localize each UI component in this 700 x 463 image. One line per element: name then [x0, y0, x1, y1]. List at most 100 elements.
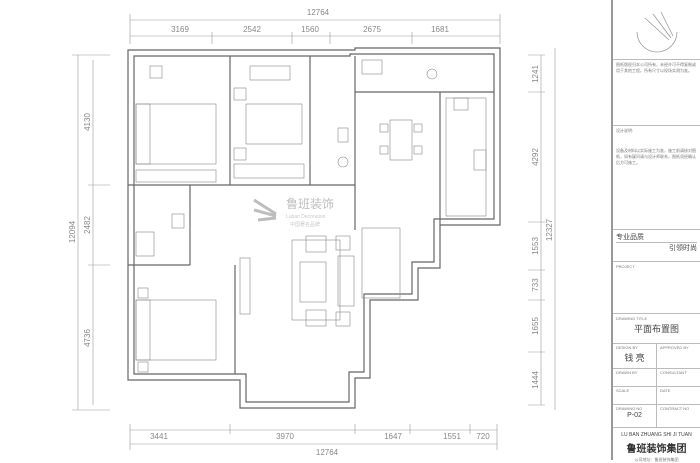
dim-right-5: 1655: [531, 317, 540, 335]
company-logo-icon: [636, 11, 678, 53]
watermark-sub: Luban Decoration: [286, 214, 326, 220]
drawing-title-section: DRAWING TITLE 平面布置图: [613, 314, 700, 344]
dim-right-1: 1241: [531, 65, 540, 83]
nightstand: [137, 361, 149, 373]
basin: [135, 231, 155, 257]
dim-top-4: 2675: [363, 25, 381, 34]
dim-right-2: 4292: [531, 148, 540, 166]
toilet: [171, 213, 185, 229]
chair: [379, 123, 389, 133]
dining-area: [379, 119, 423, 161]
watermark-tag: 中国著名品牌: [290, 221, 320, 228]
walls: [127, 47, 501, 409]
top-dimensions: 12764 3169 2542 1560 2675 1681: [129, 8, 501, 44]
balcony: [361, 227, 401, 299]
utility-room: [361, 59, 438, 80]
approved-by-label: APPROVED BY: [660, 345, 689, 350]
dim-right-total: 12327: [545, 218, 554, 241]
bedroom-bottom-left: [135, 287, 217, 373]
dim-right-4: 733: [531, 278, 540, 292]
kitchen-counter: [445, 97, 487, 217]
nightstand: [233, 87, 247, 101]
bathroom-top: [337, 127, 349, 168]
company-pinyin: LU BAN ZHUANG SHI JI TUAN: [621, 432, 692, 438]
dim-top-5: 1681: [431, 25, 449, 34]
dim-right-6: 1444: [531, 371, 540, 389]
dim-bottom-5: 720: [476, 432, 490, 441]
notes-section: 图纸版权归本公司所有，未经许可不得复制或用于其他工程。所有尺寸以现场实测为准。: [613, 60, 700, 126]
living-room: [239, 227, 401, 327]
desk: [249, 65, 291, 81]
drawn-row: DRAWN BY CONSULTANT: [613, 369, 700, 387]
bathroom-left: [135, 213, 185, 257]
side-table: [335, 235, 351, 251]
kitchen: [445, 97, 487, 217]
watermark: 鲁班装饰 Luban Decoration 中国著名品牌: [253, 197, 334, 228]
armchair: [305, 309, 327, 327]
nightstand: [137, 287, 149, 299]
bed: [135, 299, 217, 361]
wardrobe: [233, 163, 305, 179]
right-dimensions: 12327 1241 4292 1553 733 1655 1444: [528, 48, 556, 410]
bed-headboard: [135, 299, 151, 361]
company-footer: 公司地址：鲁班装饰集团: [634, 457, 679, 462]
contract-no-label: CONTRACT NO: [656, 405, 700, 427]
notes-text-1: 图纸版权归本公司所有，未经许可不得复制或用于其他工程。所有尺寸以现场实测为准。: [616, 62, 696, 73]
watermark-logo-icon: [253, 198, 277, 222]
sofa: [337, 255, 355, 307]
project-section: PROJECT: [613, 262, 700, 314]
drawing-title-label: DRAWING TITLE: [616, 316, 648, 321]
drawing-title: 平面布置图: [633, 324, 679, 334]
dim-top-1: 3169: [171, 25, 189, 34]
dim-bottom-total: 12764: [316, 448, 339, 457]
bed: [245, 103, 303, 145]
stove: [473, 149, 487, 171]
slogan-1: 专业品质: [616, 232, 697, 243]
washer: [361, 59, 383, 75]
dim-top-total: 12764: [307, 8, 330, 17]
slogan-2: 引领时尚: [669, 245, 697, 252]
toilet: [337, 127, 349, 143]
dim-bottom-4: 1551: [443, 432, 461, 441]
wardrobe: [135, 169, 217, 183]
dim-right-3: 1553: [531, 237, 540, 255]
design-by-label: DESIGN BY: [616, 345, 638, 350]
dim-left-total: 12094: [68, 220, 77, 243]
company-section: LU BAN ZHUANG SHI JI TUAN 鲁班装饰集团 公司地址：鲁班…: [613, 428, 700, 463]
dining-table: [389, 119, 413, 161]
design-row: DESIGN BY 钱 亮 APPROVED BY: [613, 344, 700, 369]
nightstand: [149, 65, 163, 79]
title-block: 图纸版权归本公司所有，未经许可不得复制或用于其他工程。所有尺寸以现场实测为准。 …: [611, 0, 700, 463]
dim-left-3: 4736: [83, 329, 92, 347]
nightstand: [233, 147, 247, 161]
project-label: PROJECT: [616, 264, 635, 269]
design-notes-section: 设计说明: 设备及材料以实际施工为准，施工前请核对图纸，如有疑问请与设计师联系，…: [613, 126, 700, 230]
bottom-dimensions: 3441 3970 1647 1551 720 12764: [129, 424, 498, 457]
watermark-brand: 鲁班装饰: [286, 197, 334, 211]
rug: [291, 239, 341, 321]
scale-row: SCALE DATE: [613, 387, 700, 405]
notes-text-2: 设备及材料以实际施工为准，施工前请核对图纸，如有疑问请与设计师联系，图纸须经确认…: [616, 148, 696, 165]
company-name: 鲁班装饰集团: [626, 444, 687, 455]
dim-top-3: 1560: [301, 25, 319, 34]
chair: [413, 145, 423, 155]
drawn-by-label: DRAWN BY: [616, 370, 638, 375]
consultant-label: CONSULTANT: [656, 369, 700, 386]
design-by: 钱 亮: [624, 353, 645, 363]
drawing-no-label: DRAWING NO: [616, 406, 643, 411]
dim-bottom-2: 3970: [276, 432, 294, 441]
drawing-no: P-02: [627, 412, 642, 419]
basin: [337, 156, 349, 168]
chair: [413, 123, 423, 133]
side-table: [335, 311, 351, 327]
date-label: DATE: [656, 387, 700, 404]
bedroom-top-left: [135, 65, 217, 183]
dim-bottom-1: 3441: [150, 432, 168, 441]
sink: [426, 68, 438, 80]
kitchen-sink: [453, 97, 469, 111]
dim-left-2: 2482: [83, 216, 92, 234]
tv-cabinet: [239, 257, 251, 315]
bedroom-top-middle: [233, 65, 305, 179]
